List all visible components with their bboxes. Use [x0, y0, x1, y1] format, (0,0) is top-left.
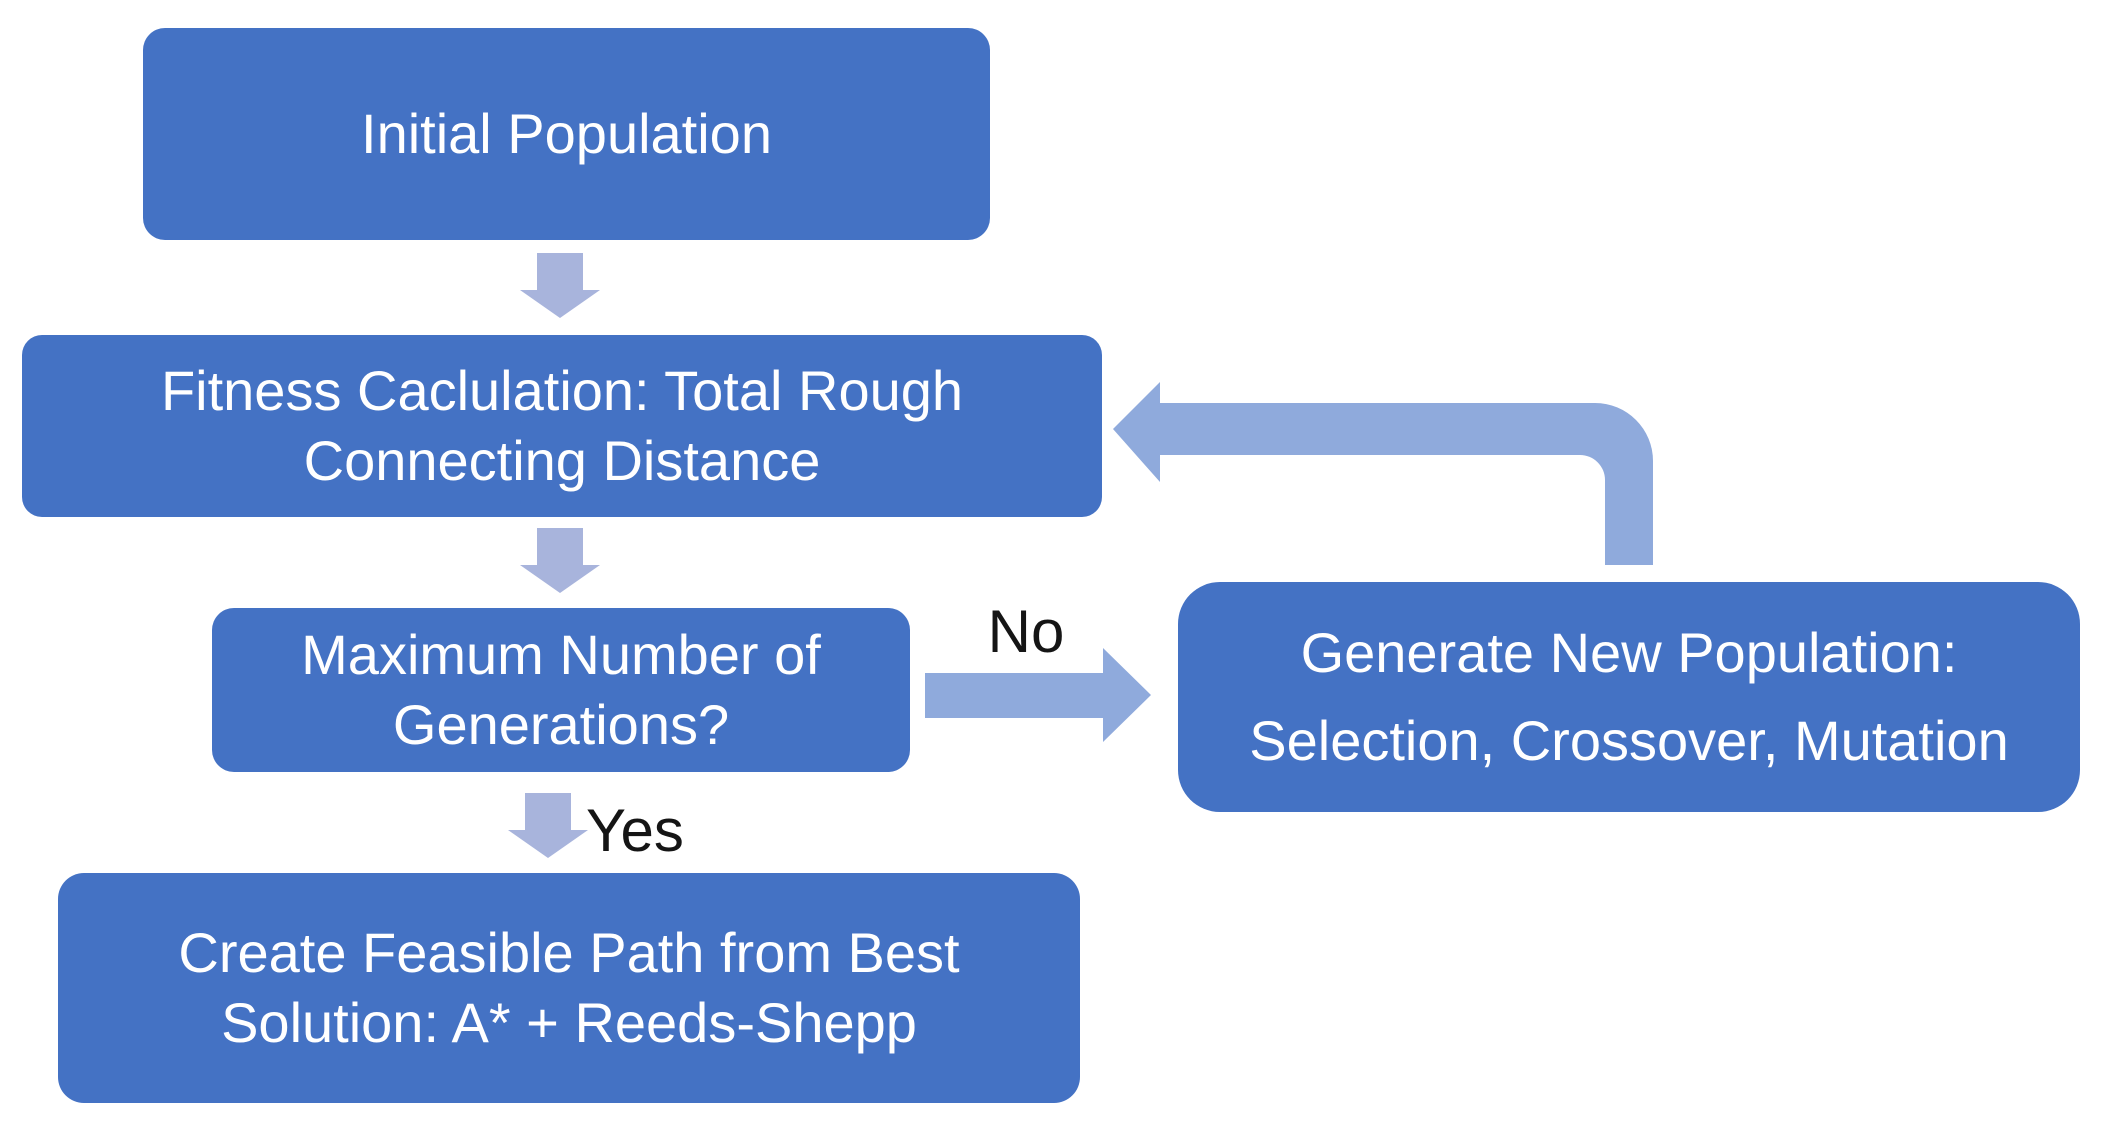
node-fitness-calculation-line2: Connecting Distance — [303, 429, 821, 492]
down-arrow-shape — [520, 253, 600, 318]
right-arrow-icon — [925, 648, 1151, 742]
edge-label-yes: Yes — [586, 797, 684, 864]
node-initial-population-label: Initial Population — [361, 102, 772, 165]
node-generate-new-population-line2: Selection, Crossover, Mutation — [1249, 709, 2009, 772]
node-generate-new-population: Generate New Population: Selection, Cros… — [1178, 582, 2080, 812]
node-max-generations: Maximum Number of Generations? — [212, 608, 910, 772]
loop-back-arrow-shape — [1113, 382, 1653, 565]
down-arrow-shape — [520, 528, 600, 593]
node-create-feasible-path-line2: Solution: A* + Reeds-Shepp — [221, 991, 917, 1054]
node-fitness-calculation: Fitness Caclulation: Total Rough Connect… — [22, 335, 1102, 517]
down-arrow-icon — [520, 253, 600, 318]
node-create-feasible-path-line1: Create Feasible Path from Best — [178, 921, 960, 984]
node-max-generations-line2: Generations? — [392, 693, 730, 756]
edge-label-no: No — [987, 598, 1065, 665]
loop-back-arrow-icon — [1113, 382, 1653, 565]
node-max-generations-line1: Maximum Number of — [301, 623, 821, 686]
right-arrow-shape — [925, 648, 1151, 742]
down-arrow-shape — [508, 793, 588, 858]
down-arrow-icon — [508, 793, 588, 858]
node-generate-new-population-line1: Generate New Population: — [1300, 621, 1958, 684]
down-arrow-icon — [520, 528, 600, 593]
node-create-feasible-path: Create Feasible Path from Best Solution:… — [58, 873, 1080, 1103]
node-fitness-calculation-line1: Fitness Caclulation: Total Rough — [160, 359, 964, 422]
node-initial-population: Initial Population — [143, 28, 990, 240]
